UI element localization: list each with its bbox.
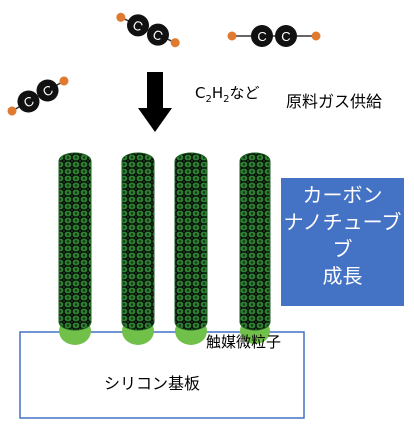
carbon-atom: [275, 25, 297, 47]
nanotube: [239, 152, 271, 331]
feed-gas-label: 原料ガス供給: [286, 92, 383, 111]
c2h2-label: C2H2など: [195, 84, 260, 105]
hydrogen-atom: [59, 76, 69, 86]
acetylene-molecule: C C: [227, 25, 321, 47]
carbon-atom: [146, 23, 169, 46]
carbon-atom: [127, 14, 150, 37]
acetylene-molecule: C C: [116, 12, 180, 48]
growth-line-2: ナノチューブ: [283, 210, 402, 234]
carbon-atom: [17, 90, 40, 113]
carbon-atom-label: C: [281, 29, 290, 44]
carbon-atom-label: C: [257, 29, 266, 44]
hydrogen-atom: [7, 106, 17, 116]
nanotube: [121, 152, 155, 331]
substrate-label: シリコン基板: [104, 374, 201, 393]
silicon-substrate: [19, 331, 305, 419]
hydrogen-atom: [311, 31, 321, 41]
nanotube: [174, 152, 208, 331]
hydrogen-atom: [116, 12, 126, 22]
carbon-atom: [36, 79, 59, 102]
growth-line-3: ブ: [332, 237, 353, 261]
hydrogen-atom: [170, 38, 180, 48]
hydrogen-atom: [227, 31, 237, 41]
carbon-nanotubes: [58, 152, 271, 331]
catalyst-label: 触媒微粒子: [206, 333, 282, 351]
growth-line-4: 成長: [322, 264, 363, 288]
carbon-atom: [251, 25, 273, 47]
supply-arrow: [138, 72, 172, 132]
cnt-growth-box: カーボン ナノチューブ ブ 成長: [281, 178, 404, 306]
growth-line-1: カーボン: [302, 183, 383, 207]
nanotube: [58, 152, 92, 331]
acetylene-molecule: C C: [7, 76, 69, 116]
